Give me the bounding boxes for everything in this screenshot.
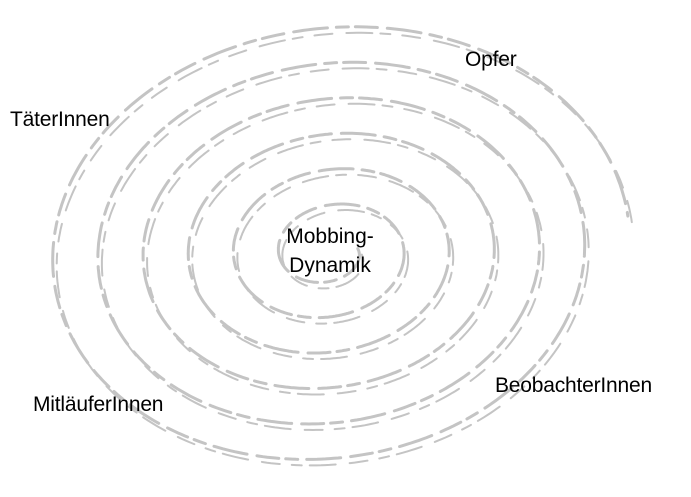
role-label-beobachter: BeobachterInnen (495, 374, 652, 397)
role-label-mitlaeufer: MitläuferInnen (33, 393, 164, 416)
spiral-line-outer (51, 25, 630, 461)
role-label-taeter: TäterInnen (10, 108, 110, 131)
role-label-opfer: Opfer (465, 48, 517, 71)
center-label-line1: Mobbing- (286, 225, 374, 248)
center-label: Mobbing- Dynamik (250, 222, 410, 280)
center-label-line2: Dynamik (289, 254, 371, 277)
spiral-line-inner (55, 31, 633, 467)
